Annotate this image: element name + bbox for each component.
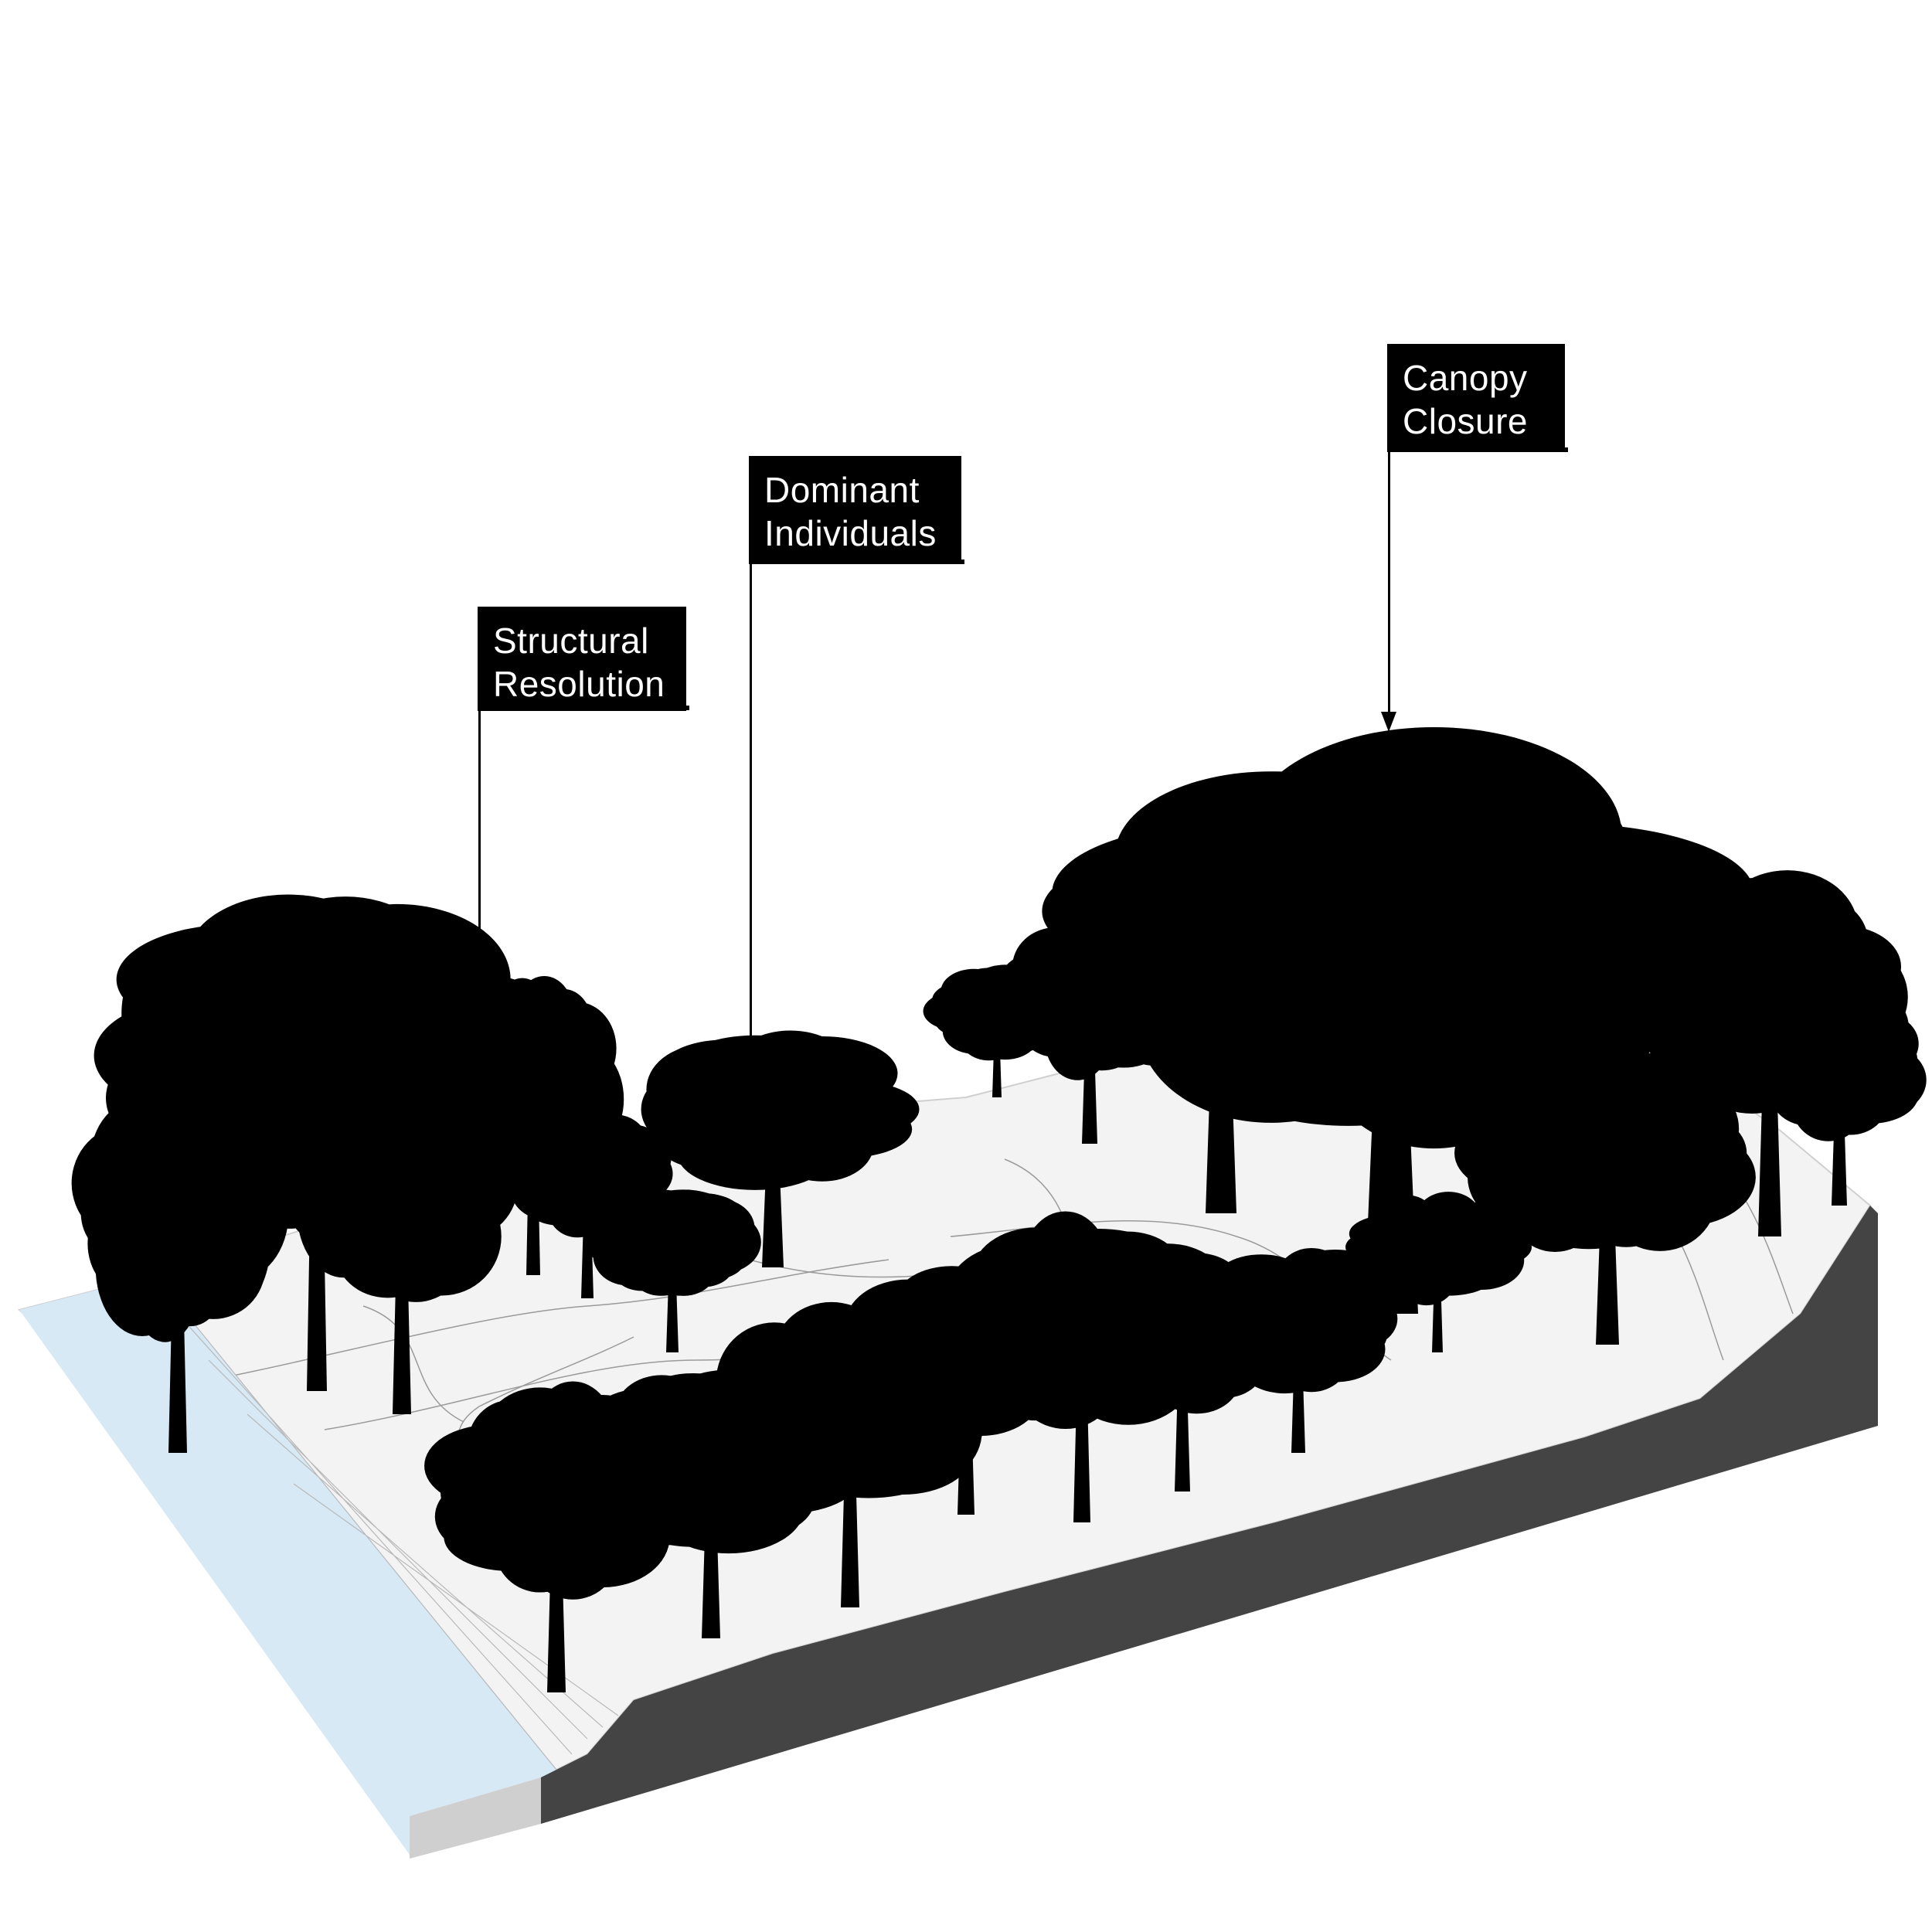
tree-mid-small xyxy=(580,1189,761,1352)
tree-left-mid xyxy=(280,1071,519,1414)
label-line-1: Dominant xyxy=(764,470,920,510)
tree-left-front xyxy=(71,1084,289,1453)
label-line-1: Structural xyxy=(493,621,649,661)
tree-structural xyxy=(447,975,624,1275)
label-box: Canopy Closure xyxy=(1387,344,1565,452)
arrow-canopy-closure xyxy=(1381,712,1396,732)
slab-side-face xyxy=(541,1206,1878,1824)
arrow-structural-resolution xyxy=(471,1133,487,1153)
tree-silhouettes xyxy=(71,726,1927,1692)
label-box: Dominant Individuals xyxy=(749,456,961,564)
shore-lines xyxy=(154,1274,619,1770)
label-line-2: Closure xyxy=(1403,401,1529,441)
tree-front-small xyxy=(1345,1192,1532,1352)
leader-structural-resolution xyxy=(478,709,481,1134)
tree-dominant xyxy=(641,1030,920,1267)
leader-canopy-closure xyxy=(1388,451,1390,713)
label-line-2: Individuals xyxy=(764,513,937,553)
tree-right-mid xyxy=(1454,1050,1756,1345)
arrow-dominant-individuals xyxy=(743,1087,758,1107)
label-box: Structural Resolution xyxy=(478,607,686,711)
leader-dominant-individuals xyxy=(750,563,752,1088)
slab-front-face xyxy=(410,1777,541,1859)
label-line-2: Resolution xyxy=(493,664,665,704)
tree-center-small xyxy=(923,964,1066,1097)
water-strip xyxy=(19,1275,556,1855)
tree-edge-right xyxy=(1746,981,1927,1206)
tree-front xyxy=(1182,1247,1398,1453)
label-line-1: Canopy xyxy=(1403,358,1528,398)
